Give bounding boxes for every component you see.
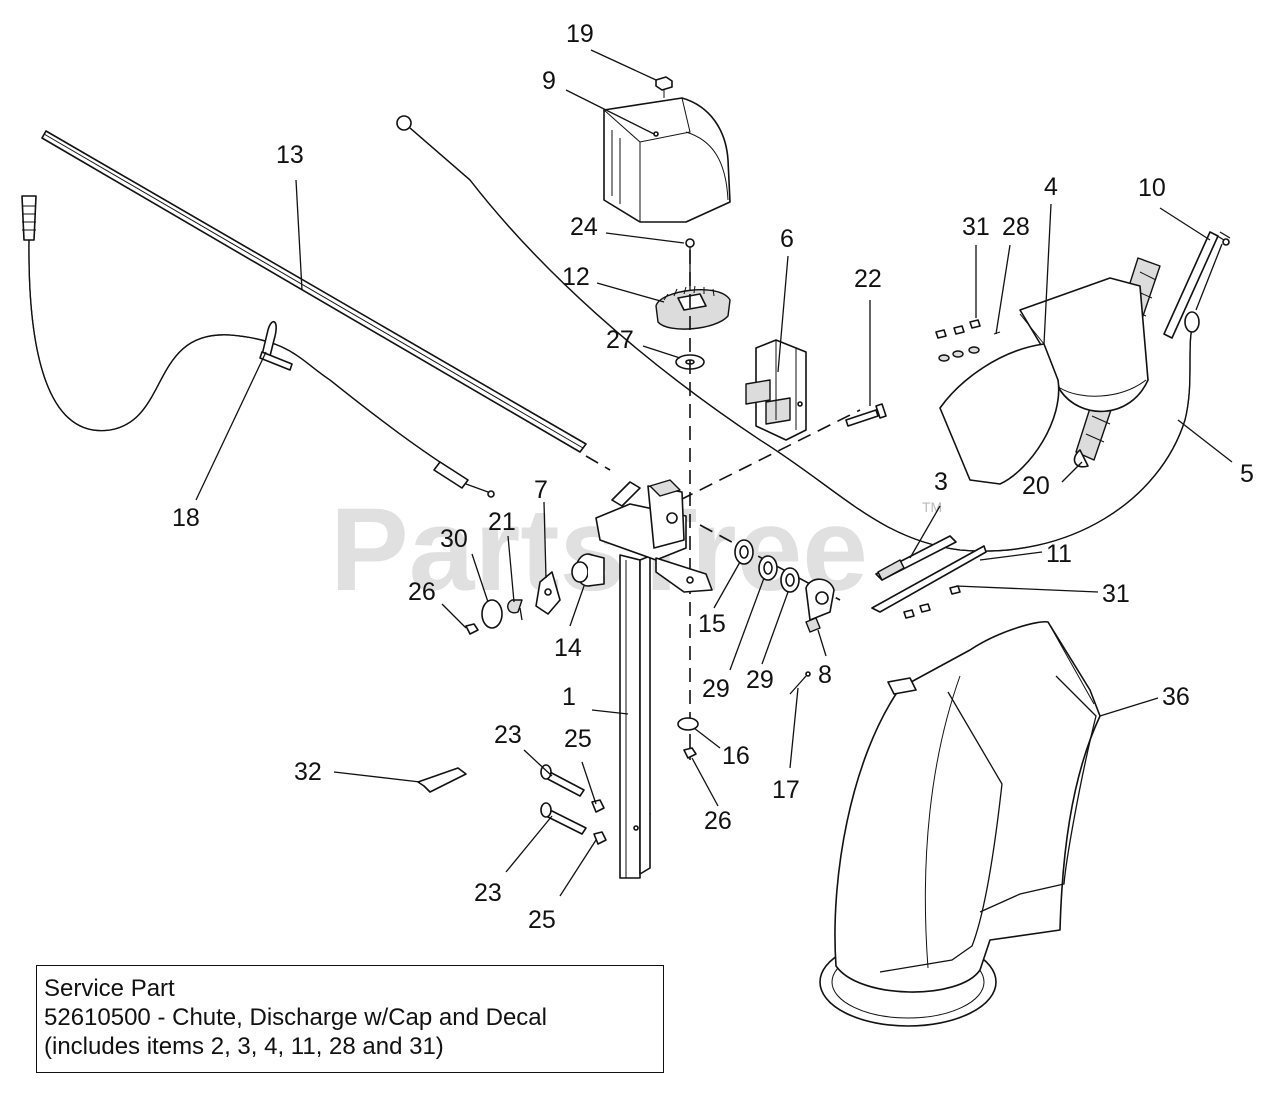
callout-13: 13: [276, 141, 304, 169]
part-30-washer: [481, 599, 503, 629]
callout-12: 12: [562, 263, 590, 291]
part-25-clip-upper: [591, 799, 605, 813]
part-17-pin: [789, 671, 811, 695]
part-22-bolt: [845, 403, 887, 427]
part-4-deflector: [939, 277, 1149, 485]
part-7-latch: [535, 571, 561, 615]
callout-27: 27: [606, 326, 634, 354]
assembly-axis-line-2: [679, 409, 861, 501]
callout-4: 4: [1044, 173, 1058, 201]
service-part-number-line: 52610500 - Chute, Discharge w/Cap and De…: [44, 1004, 547, 1031]
part-19-nut: [655, 76, 673, 98]
callout-25-lower: 25: [528, 906, 556, 934]
leader-lines: [195, 49, 1233, 897]
service-part-note: Service Part 52610500 - Chute, Discharge…: [36, 965, 664, 1073]
callout-25-upper: 25: [564, 725, 592, 753]
callout-28: 28: [1002, 213, 1030, 241]
callout-17: 17: [772, 776, 800, 804]
callout-11: 11: [1046, 540, 1072, 568]
part-1-mast: [595, 479, 713, 879]
part-25-clip-lower: [593, 831, 607, 845]
callout-5: 5: [1240, 460, 1254, 488]
part-8-pulley: [805, 578, 835, 633]
part-23-pin-upper: [540, 764, 585, 797]
hardware-31-lower: [903, 585, 961, 619]
part-5-cable: [396, 115, 1196, 552]
callout-1: 1: [562, 683, 576, 711]
callout-7: 7: [534, 476, 548, 504]
callout-29-a: 29: [702, 675, 730, 703]
part-29-washer-a: [758, 555, 778, 581]
callout-23-lower: 23: [474, 879, 502, 907]
part-32-clip: [417, 767, 467, 793]
callout-31-lower: 31: [1102, 580, 1130, 608]
callout-18: 18: [172, 504, 200, 532]
hardware-31-28-top: [935, 319, 1001, 362]
callout-23-upper: 23: [494, 721, 522, 749]
callout-9: 9: [542, 67, 556, 95]
callout-26-lower: 26: [704, 807, 732, 835]
callout-20: 20: [1022, 472, 1050, 500]
part-12-gear: [655, 285, 731, 330]
part-10-rod: [1163, 231, 1231, 339]
part-26-nut-left: [465, 623, 479, 635]
part-11-plate: [871, 545, 987, 613]
callout-6: 6: [780, 225, 794, 253]
part-14-bushing: [571, 553, 605, 587]
callout-31-top: 31: [962, 213, 990, 241]
part-21-spring: [507, 599, 523, 621]
callout-21: 21: [488, 508, 516, 536]
part-26-nut-lower: [683, 747, 697, 759]
callout-22: 22: [854, 265, 882, 293]
callout-32: 32: [294, 758, 322, 786]
callout-16: 16: [722, 742, 750, 770]
callout-36: 36: [1162, 683, 1190, 711]
part-16-washer: [677, 717, 699, 731]
callout-3: 3: [934, 468, 948, 496]
part-3-rod: [875, 535, 957, 581]
callout-10: 10: [1138, 174, 1166, 202]
part-36-chute: [819, 620, 1101, 1027]
callout-8: 8: [818, 661, 832, 689]
callout-29-b: 29: [746, 666, 774, 694]
callout-26-left: 26: [408, 578, 436, 606]
service-part-includes-line: (includes items 2, 3, 4, 11, 28 and 31): [44, 1033, 444, 1060]
part-6-bracket: [745, 339, 807, 441]
service-part-title: Service Part: [44, 975, 175, 1002]
part-13-rod: [41, 130, 611, 471]
callout-14: 14: [554, 634, 582, 662]
callout-30: 30: [440, 525, 468, 553]
callout-24: 24: [570, 213, 598, 241]
part-9-cap: [603, 97, 731, 223]
part-23-pin-lower: [540, 802, 587, 835]
callout-labels: 19 9 13 24 12 27 6 22 31 28 4 10 5 20 3 …: [172, 20, 1254, 934]
part-15-washer: [734, 539, 754, 565]
part-29-washer-b: [780, 567, 800, 593]
part-18-cable: [21, 195, 495, 498]
watermark-text: PartsTree: [330, 484, 868, 616]
callout-15: 15: [698, 610, 726, 638]
callout-19: 19: [566, 20, 594, 48]
